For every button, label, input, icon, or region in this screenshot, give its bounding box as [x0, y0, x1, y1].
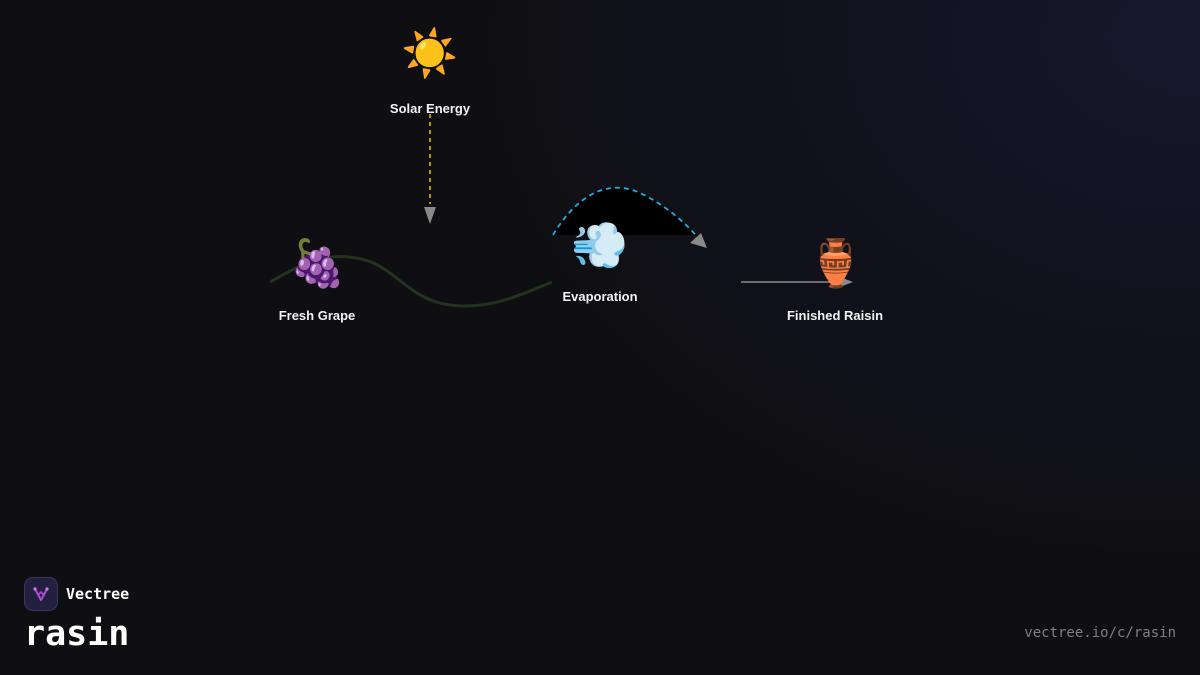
brand-name: Vectree — [66, 585, 130, 603]
node-label-finished-raisin: Finished Raisin — [786, 308, 884, 323]
edge-solar-arrowhead — [424, 207, 436, 224]
edge-raisin-arrowhead — [840, 277, 853, 287]
node-label-fresh-grape: Fresh Grape — [278, 308, 356, 323]
footer-url-link[interactable]: vectree.io/c/rasin — [1024, 625, 1176, 641]
vectree-logo-icon — [24, 577, 58, 611]
node-label-solar-energy: Solar Energy — [389, 101, 471, 116]
page-title: rasin — [24, 614, 130, 654]
brand-block: Vectree rasin — [24, 577, 129, 654]
edge-evaporation-arrowhead — [690, 233, 707, 248]
edge-evaporation-to-raisin-dashed — [552, 186, 701, 241]
grapes-icon: 🍇 — [289, 236, 347, 290]
brand-row: Vectree — [24, 577, 129, 611]
vectree-logo-mark — [33, 587, 49, 601]
amphora-icon: 🏺 — [807, 236, 865, 290]
node-label-evaporation: Evaporation — [562, 289, 638, 304]
wind-icon: 💨 — [571, 218, 629, 272]
edge-grape-to-evaporation — [269, 254, 553, 308]
sun-icon: ☀️ — [401, 26, 459, 80]
evaporation-arc-fill — [553, 187, 695, 235]
